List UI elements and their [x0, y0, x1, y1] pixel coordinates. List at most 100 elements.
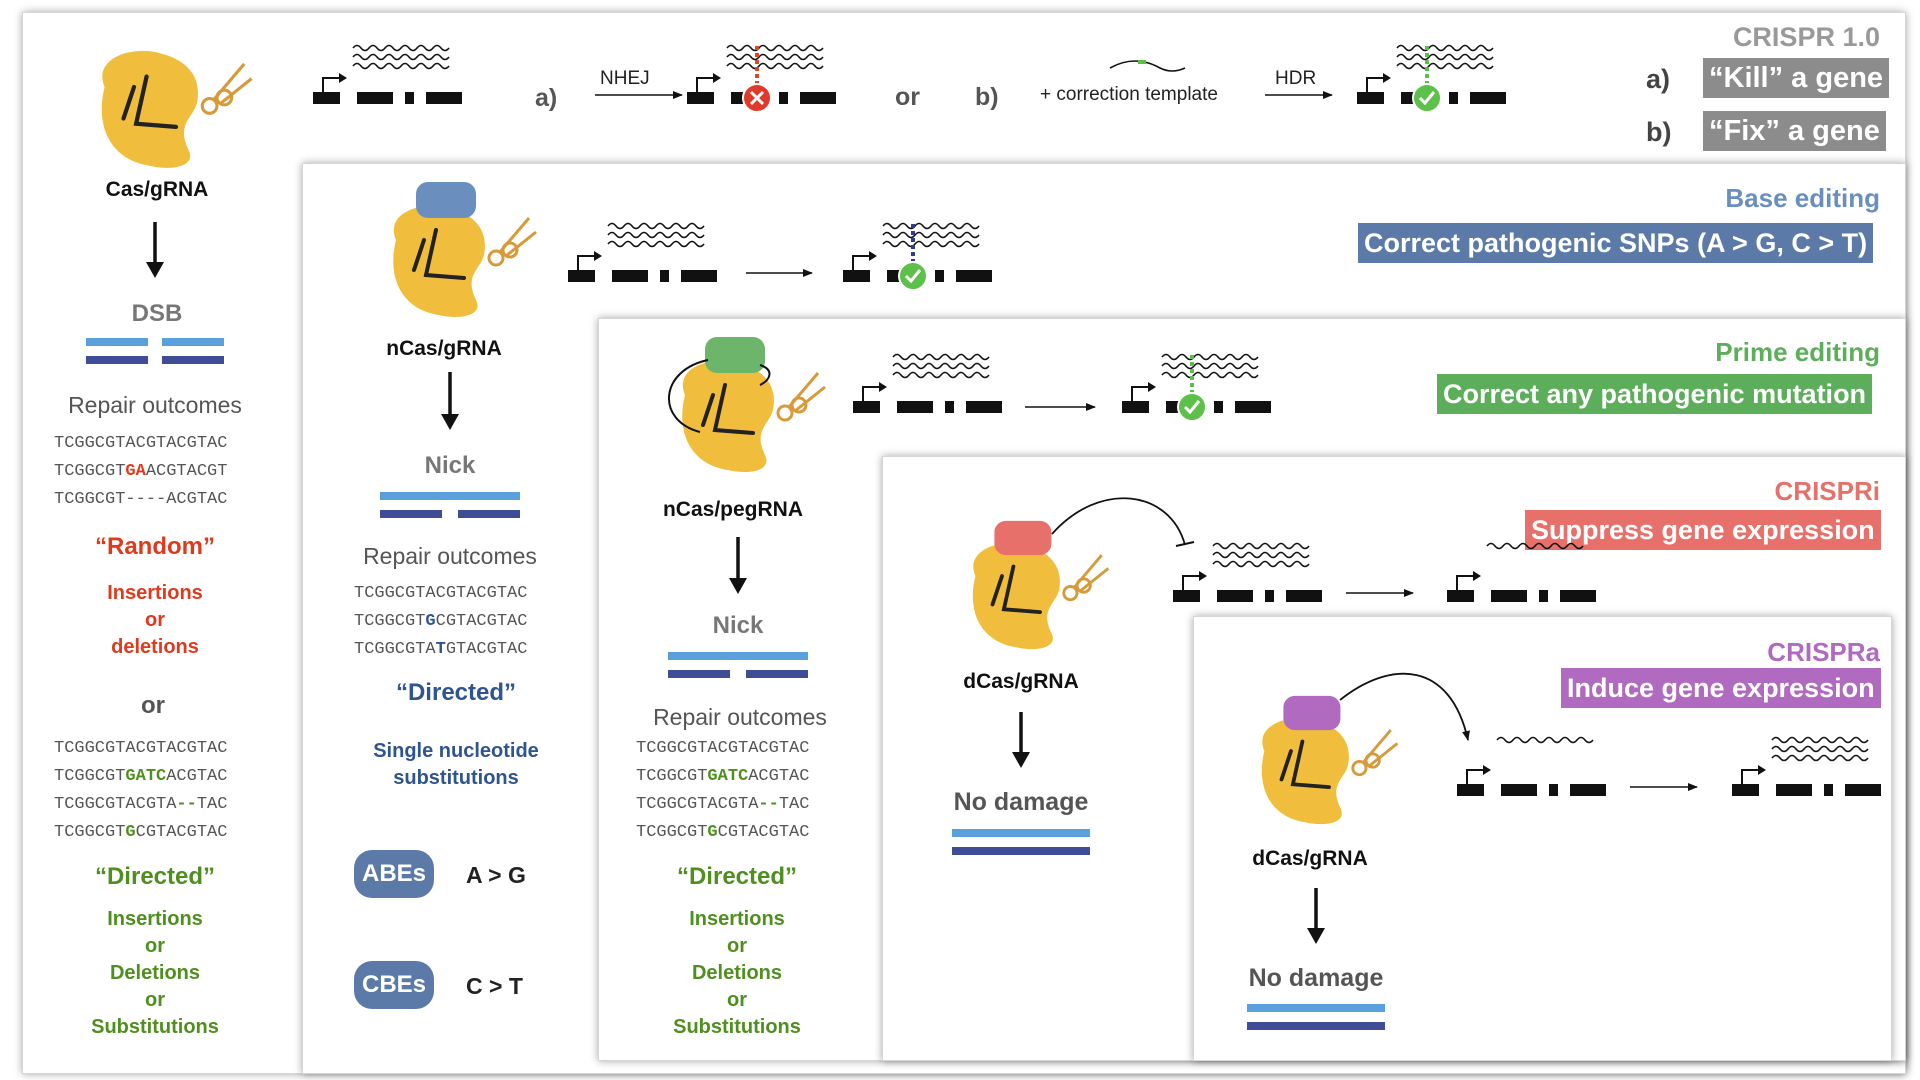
directed-sequence: TCGGCGTACGTA--TAC: [54, 795, 227, 814]
base-editing-title: Base editing: [1725, 183, 1880, 213]
sequence-pre: TCGGCGTACGTACGTAC: [354, 584, 528, 603]
sequence-pre: TCGGCGTACGTA: [54, 795, 177, 814]
repair-outcomes-2: Repair outcomes: [363, 543, 537, 569]
base-nick-strands-bottom: [380, 510, 442, 518]
cas-enzyme-icon-scissors-loop: [200, 96, 219, 115]
gene-crispra-induced-exon: [1776, 784, 1812, 796]
crispri-box: Suppress gene expression: [1525, 510, 1881, 550]
gene-base-original-transcript: [607, 231, 705, 239]
gene-crispra-basal-exon: [1570, 784, 1606, 796]
arrow-cas-to-dsb-head: [146, 262, 164, 278]
gene-prime-original-exon: [966, 401, 1002, 413]
gene-base-fixed-promoter-head: [869, 251, 877, 261]
base-enzyme-icon-scissors-loop: [487, 249, 505, 267]
directed-line: or: [145, 989, 165, 1011]
random-sequence: TCGGCGT----ACGTAC: [54, 490, 227, 509]
gene-crispra-induced-exon: [1845, 784, 1881, 796]
crispra-intact-strands-segment: [1247, 1022, 1385, 1030]
sequence-hl: GATC: [125, 767, 167, 786]
directed-line: Substitutions: [91, 1016, 219, 1038]
prime-sequence: TCGGCGTGATCACGTAC: [636, 767, 809, 786]
sequence-pre: TCGGCGTACGTACGTAC: [54, 739, 228, 758]
crispra-box: Induce gene expression: [1561, 668, 1881, 708]
gene-base-original-promoter-head: [594, 251, 602, 261]
arrow-pegrna-to-nick-head: [729, 578, 747, 594]
gene-top-fixed-check-mark: [1418, 91, 1436, 106]
directed-label-2: “Directed”: [395, 679, 517, 706]
arrow-crispra-enzyme-to-nodamage-head: [1307, 928, 1325, 944]
directed-sequence: TCGGCGTGCGTACGTAC: [54, 823, 227, 842]
sequence-pre: TCGGCGT: [636, 767, 708, 786]
crispr1-fix-label: “Fix” a gene: [1703, 111, 1886, 151]
sequence-pre: TCGGCGT: [54, 462, 126, 481]
abe-pill: ABEs: [354, 850, 434, 898]
ncas-grna-label: nCas/gRNA: [386, 337, 502, 360]
gene-top-original-exon: [405, 92, 414, 104]
random-sequence: TCGGCGTACGTACGTAC: [54, 434, 227, 453]
directed-line: Deletions: [109, 962, 201, 984]
sequence-pre: TCGGCGT----ACGTAC: [54, 490, 228, 509]
gene-crispri-suppressed-exon: [1539, 590, 1548, 602]
template-strand: [1109, 60, 1186, 72]
gene-crispri-suppressed-promoter: [1456, 575, 1475, 590]
gene-base-fixed-transcript: [882, 222, 980, 230]
sequence-pre: TCGGCGTACGTACGTAC: [636, 739, 810, 758]
substitution-line: substitutions: [393, 767, 519, 789]
prime-nick-strands-top: [668, 652, 808, 660]
gene-crispra-induced-transcript: [1771, 754, 1869, 762]
flow-a-marker: a): [535, 84, 558, 112]
gene-prime-fixed-promoter: [1131, 386, 1150, 401]
arrow-crispri-enzyme-to-nodamage-head: [1012, 752, 1030, 768]
directed-line: or: [145, 935, 165, 957]
sequence-pre: TCGGCGT: [636, 823, 708, 842]
dsb-strands-segment: [162, 356, 224, 364]
gene-base-fixed-transcript: [882, 231, 980, 239]
prime-sequence: TCGGCGTACGTA--TAC: [636, 795, 809, 814]
gene-crispri-suppressed-exon: [1447, 590, 1474, 602]
gene-crispra-induced-transcript: [1771, 736, 1869, 744]
gene-top-fixed-transcript: [1396, 44, 1494, 52]
gene-prime-original-transcript: [892, 371, 990, 379]
crispr1-title: CRISPR 1.0: [1732, 22, 1880, 52]
dsb-strands-segment: [86, 356, 148, 364]
gene-top-original-transcript: [352, 44, 450, 52]
sequence-pre: TCGGCGTACGTA: [636, 795, 759, 814]
gene-prime-original-promoter: [862, 386, 881, 401]
abe-change: A > G: [466, 862, 526, 888]
random-line: deletions: [111, 636, 199, 658]
base-editing-box: Correct pathogenic SNPs (A > G, C > T): [1358, 223, 1874, 263]
gene-crispra-induced-exon: [1732, 784, 1759, 796]
gene-base-fixed-promoter: [852, 255, 871, 270]
gene-top-fixed-transcript: [1396, 62, 1494, 70]
prime-editing-title: Prime editing: [1715, 337, 1880, 367]
gene-top-fixed-promoter-head: [1383, 73, 1391, 83]
random-line: or: [145, 609, 165, 631]
gene-top-fixed-exon: [1357, 92, 1384, 104]
gene-crispri-active-exon: [1265, 590, 1274, 602]
crispri-enzyme-icon-grna: [990, 564, 1042, 615]
gene-crispri-suppressed-exon: [1560, 590, 1596, 602]
prime-enzyme-icon-grna: [701, 383, 755, 435]
directed-sequence: TCGGCGTACGTACGTAC: [54, 739, 227, 758]
gene-crispra-induced-exon: [1824, 784, 1833, 796]
base-enzyme-icon-scissors-blade: [498, 217, 537, 258]
sequence-post: GTACGTAC: [445, 640, 528, 659]
gene-top-original-promoter-head: [339, 73, 347, 83]
crispri-title: CRISPRi: [1774, 476, 1880, 506]
cbe-pill: CBEs: [354, 961, 434, 1009]
gene-prime-fixed-transcript: [1161, 362, 1259, 370]
dcas-grna-label-1: dCas/gRNA: [963, 670, 1079, 693]
gene-prime-original-promoter-head: [879, 382, 887, 392]
gene-top-fixed-promoter: [1366, 77, 1385, 92]
sequence-hl: G: [425, 612, 436, 631]
gene-top-original-promoter: [322, 77, 341, 92]
gene-top-original-transcript: [352, 53, 450, 61]
ncas-pegrna-label: nCas/pegRNA: [662, 498, 804, 521]
gene-crispri-suppressed-promoter-head: [1473, 571, 1481, 581]
sequence-pre: TCGGCGT: [54, 823, 126, 842]
gene-top-knockout-transcript: [726, 62, 824, 70]
gene-crispri-active-promoter-head: [1199, 571, 1207, 581]
base-nick-strands-bottom: [458, 510, 520, 518]
gene-crispri-active-transcript: [1212, 560, 1310, 568]
